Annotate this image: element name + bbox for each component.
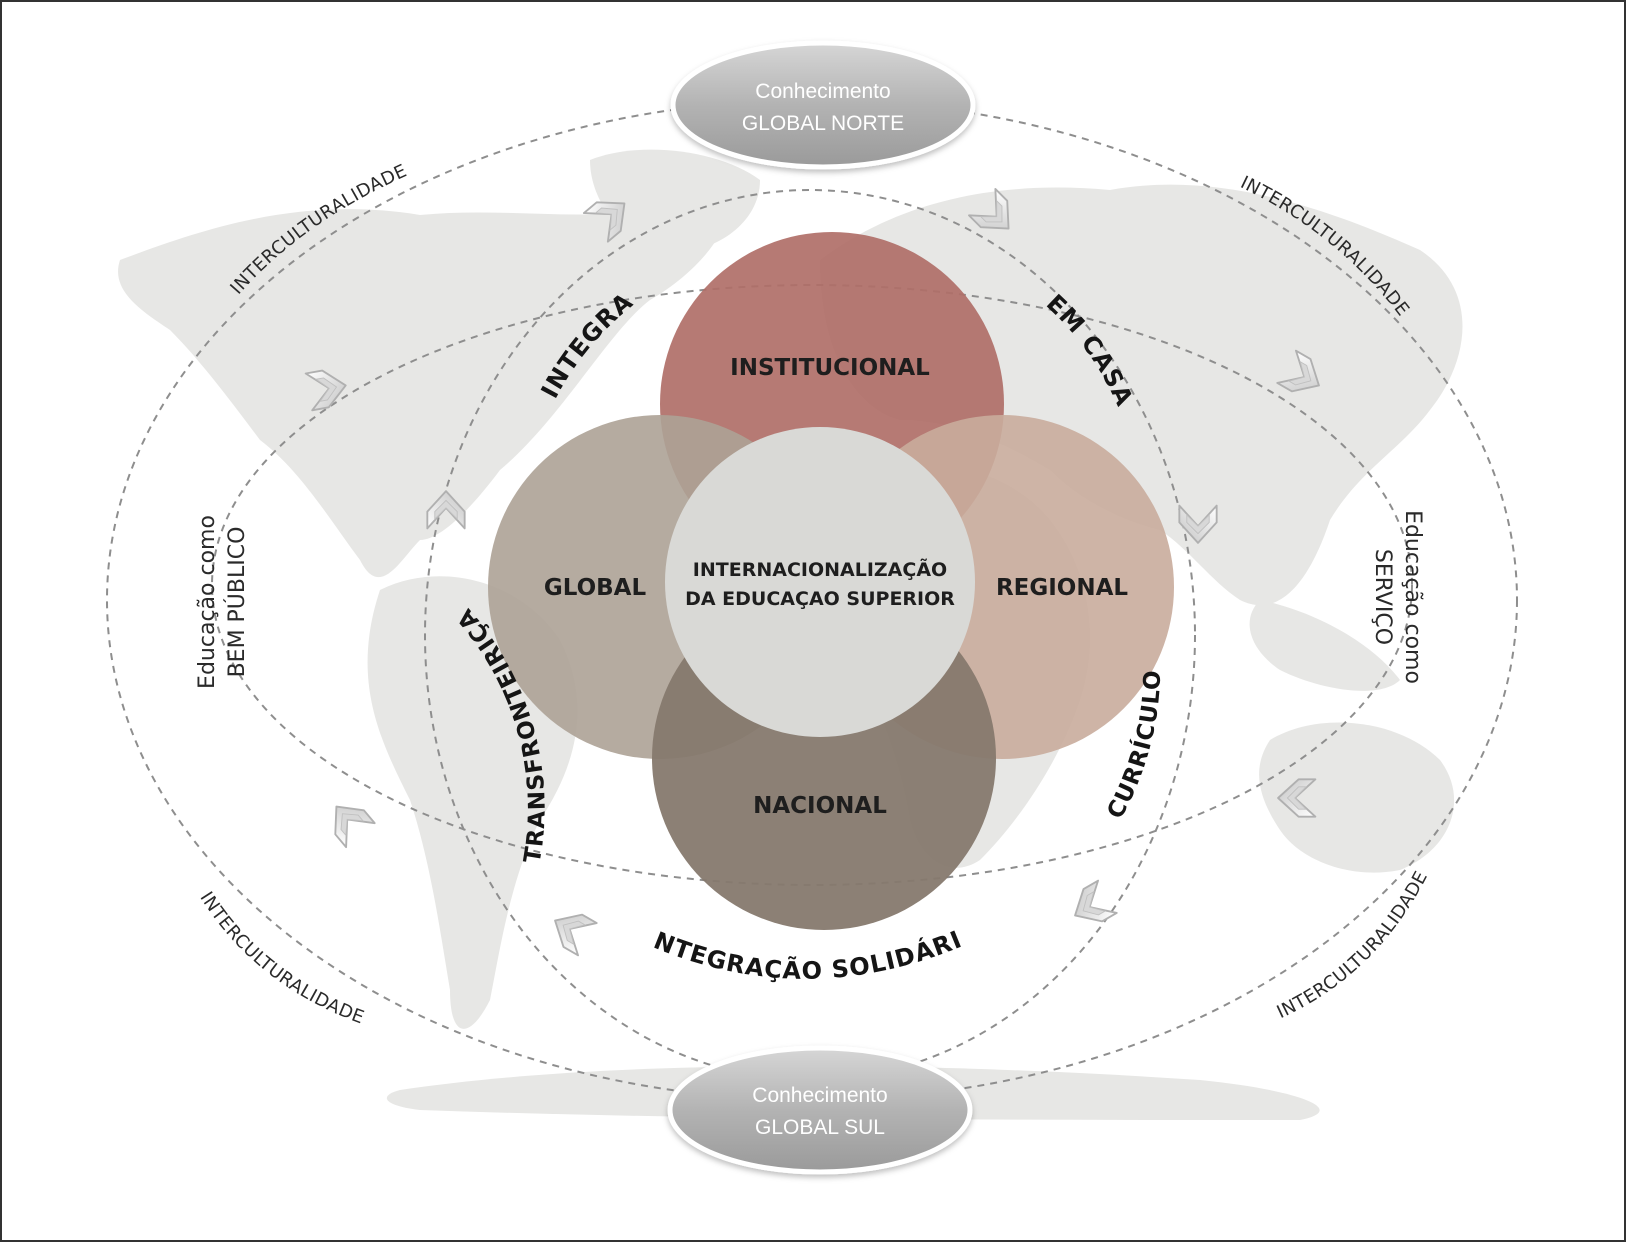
pill-global-norte: Conhecimento GLOBAL NORTE [670, 40, 976, 170]
pill-global-sul-line2: GLOBAL SUL [755, 1116, 885, 1139]
institucional-label: INSTITUCIONAL [730, 355, 930, 381]
circle-group: INSTITUCIONAL GLOBAL REGIONAL NACIONAL I… [488, 232, 1174, 930]
center-circle [665, 427, 975, 737]
interculturalidade-bottom-right: INTERCULTURALIDADE [1274, 868, 1432, 1023]
servico-line2: SERVIÇO [1370, 549, 1395, 645]
pill-global-norte-shape [670, 40, 976, 170]
side-left-group: Educação como BEM PÚBLICO [195, 515, 250, 689]
pill-global-sul-shape [667, 1045, 973, 1175]
bem-publico-line1: Educação como [195, 515, 220, 689]
greenland-shape [590, 149, 760, 252]
pill-global-sul: Conhecimento GLOBAL SUL [667, 1045, 973, 1175]
pill-global-sul-line1: Conhecimento [752, 1084, 887, 1107]
chevron-icon [544, 903, 598, 957]
southeast-asia-shape [1249, 600, 1400, 691]
middle-orbit [211, 284, 1413, 886]
australia-shape [1259, 722, 1455, 873]
bem-publico-line2: BEM PÚBLICO [224, 527, 250, 678]
global-label: GLOBAL [544, 575, 647, 601]
center-label-line2: DA EDUCAÇAO SUPERIOR [685, 588, 955, 610]
north-america-shape [118, 194, 727, 578]
nacional-label: NACIONAL [753, 793, 887, 819]
servico-line1: Educação como [1400, 510, 1425, 684]
pill-global-norte-line2: GLOBAL NORTE [742, 112, 904, 135]
chevron-icon [1064, 879, 1118, 933]
pill-global-norte-line1: Conhecimento [755, 80, 890, 103]
chevron-icon [321, 793, 376, 849]
regional-label: REGIONAL [996, 575, 1128, 601]
center-label-line1: INTERNACIONALIZAÇÃO [693, 557, 947, 581]
side-right-group: Educação como SERVIÇO [1370, 510, 1425, 684]
interculturalidade-bottom-left: INTERCULTURALIDADE [196, 888, 368, 1028]
eurasia-shape [820, 184, 1463, 606]
